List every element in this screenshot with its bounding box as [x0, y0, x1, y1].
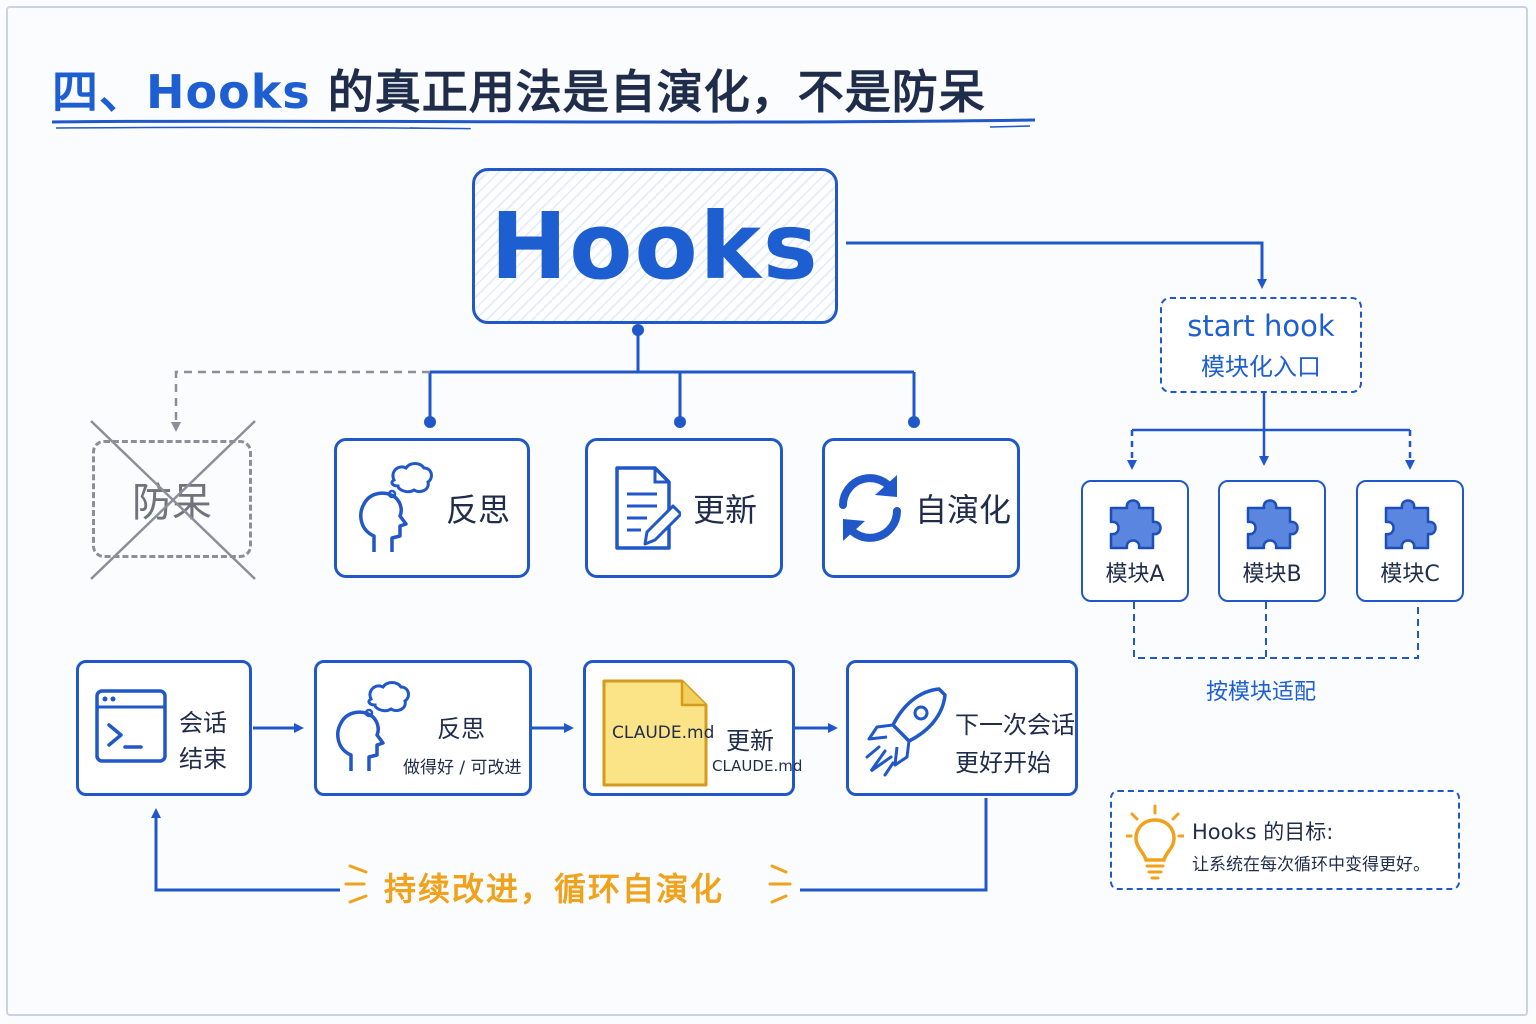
branch-self-evolve-label: 自演化	[914, 491, 1011, 529]
start-hook-title: start hook	[1187, 308, 1335, 343]
adapt-label: 按模块适配	[1206, 680, 1317, 705]
refresh-cycle-icon	[838, 474, 901, 542]
branch-update: 更新	[585, 438, 783, 578]
module-c: 模块C	[1356, 480, 1464, 602]
update-title: 更新	[726, 727, 774, 755]
branch-update-label: 更新	[692, 491, 757, 529]
reflect-subtitle: 做得好 / 可改进	[403, 758, 522, 778]
title-prefix: 四、Hooks	[52, 65, 311, 119]
title-rest: 的真正用法是自演化，不是防呆	[310, 65, 986, 119]
branch-reflect-label: 反思	[445, 491, 510, 529]
flow-session-end: 会话 结束	[76, 660, 252, 796]
document-edit-icon	[615, 466, 681, 550]
branch-self-evolve: 自演化	[822, 438, 1020, 578]
hooks-label: Hooks	[490, 192, 820, 300]
flow-next-session: 下一次会话 更好开始	[846, 660, 1078, 796]
start-hook-subtitle: 模块化入口	[1201, 352, 1321, 381]
loop-label: 持续改进，循环自演化	[384, 870, 725, 908]
hooks-node: Hooks	[472, 168, 838, 324]
rejected-label: 防呆	[132, 480, 212, 526]
lightbulb-icon	[1126, 804, 1184, 880]
rocket-icon	[865, 687, 947, 777]
session-end-line2: 结束	[179, 745, 227, 773]
goal-title: Hooks 的目标:	[1192, 820, 1334, 844]
terminal-icon	[95, 689, 167, 763]
next-line2: 更好开始	[955, 749, 1051, 777]
puzzle-icon	[1109, 499, 1162, 550]
reflect-title: 反思	[437, 715, 485, 743]
page-frame	[6, 6, 1528, 1016]
start-hook-node: start hook 模块化入口	[1160, 297, 1362, 393]
flow-reflect: 反思 做得好 / 可改进	[314, 660, 532, 796]
module-b: 模块B	[1218, 480, 1326, 602]
goal-callout: Hooks 的目标: 让系统在每次循环中变得更好。	[1110, 790, 1460, 890]
module-a-label: 模块A	[1105, 562, 1165, 587]
branch-reflect: 反思	[334, 438, 530, 578]
goal-text: 让系统在每次循环中变得更好。	[1192, 855, 1430, 875]
update-subtitle: CLAUDE.md	[712, 757, 803, 775]
module-b-label: 模块B	[1242, 562, 1302, 587]
module-c-label: 模块C	[1380, 562, 1440, 587]
session-end-line1: 会话	[179, 709, 227, 737]
cross-icon	[90, 420, 256, 580]
thinking-head-icon	[336, 681, 410, 771]
next-line1: 下一次会话	[955, 711, 1075, 739]
module-a: 模块A	[1081, 480, 1189, 602]
flow-update: CLAUDE.md 更新 CLAUDE.md	[583, 660, 802, 796]
update-file-label: CLAUDE.md	[612, 723, 715, 743]
rejected-node: 防呆	[90, 420, 256, 580]
page-title: 四、Hooks 的真正用法是自演化，不是防呆	[52, 56, 986, 122]
puzzle-icon	[1246, 499, 1299, 550]
thinking-head-icon	[359, 462, 433, 552]
note-file-icon	[602, 679, 708, 787]
puzzle-icon	[1384, 499, 1437, 550]
